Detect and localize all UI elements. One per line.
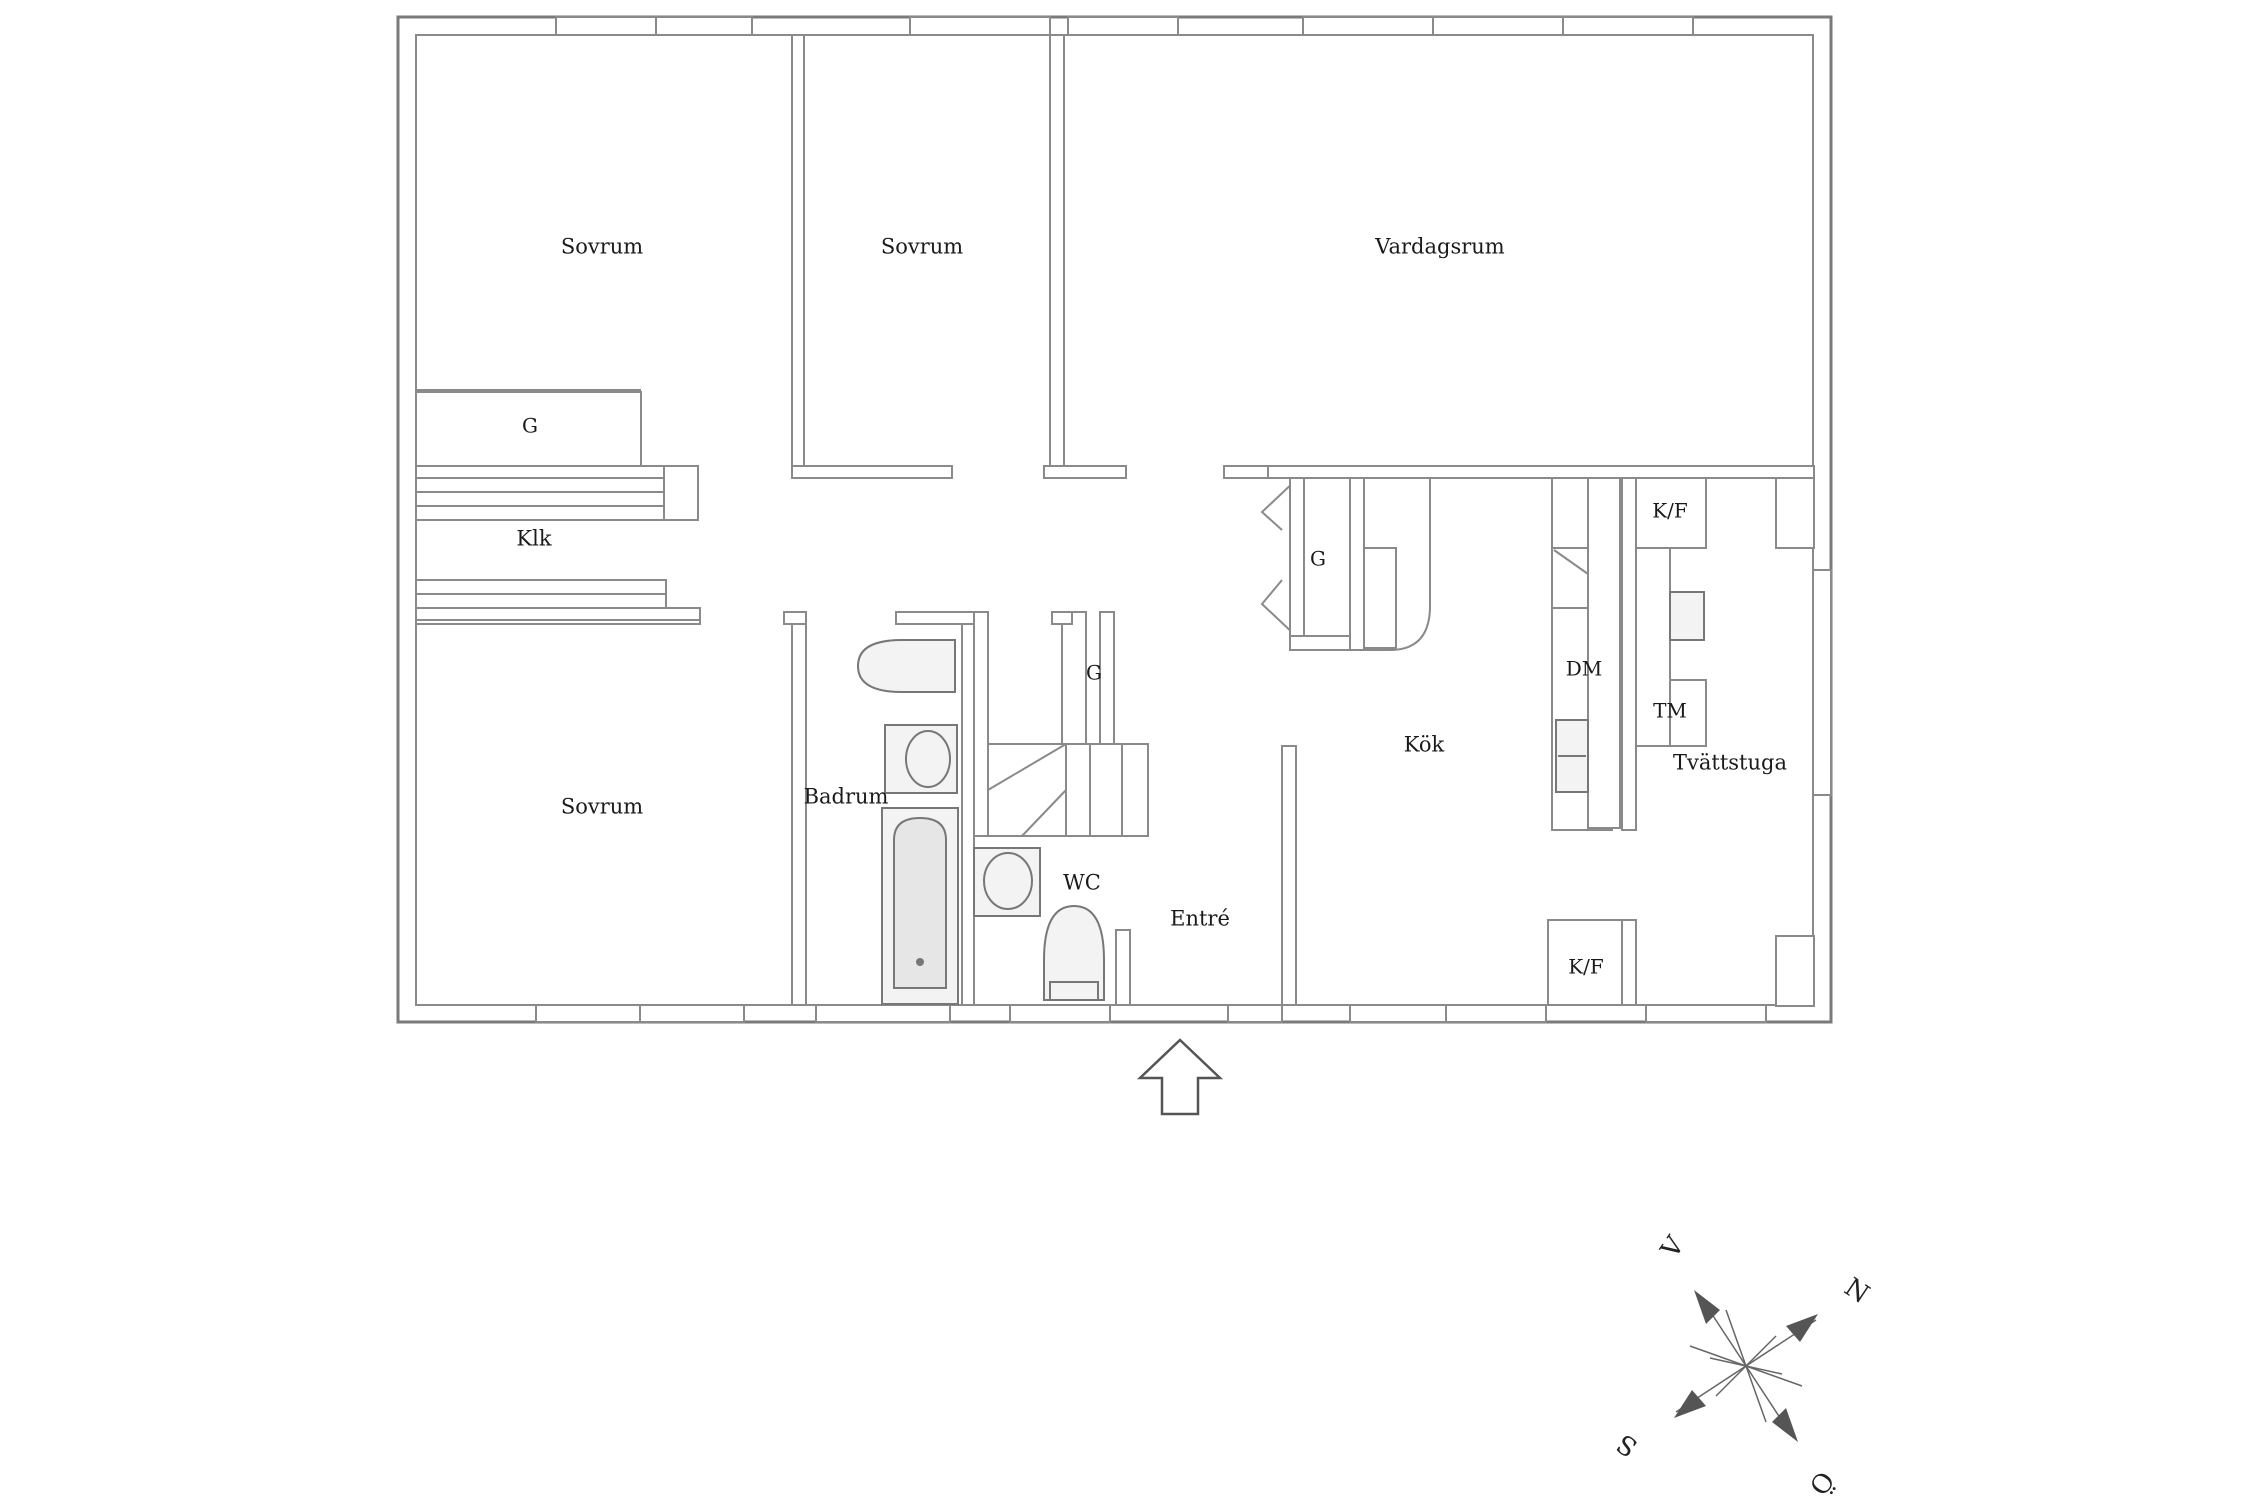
compass-arrow-south xyxy=(1674,1390,1706,1418)
dm-column xyxy=(1587,477,1621,829)
compass-label-south: S xyxy=(1612,1427,1644,1462)
room-label-entre: Entré xyxy=(1170,907,1230,931)
room-label-tvattstuga: Tvättstuga xyxy=(1673,751,1787,775)
wall-vardagsrum-bottom xyxy=(1223,465,1815,479)
toilet-wc-tank xyxy=(1049,981,1099,1001)
garderob-2-box xyxy=(1061,611,1087,745)
bathtub-drain xyxy=(916,958,924,966)
room-label-kf-1: K/F xyxy=(1652,499,1688,523)
wall-s1-s2 xyxy=(791,34,805,468)
wall-segment xyxy=(1051,611,1073,625)
kitchen-appliance xyxy=(1363,547,1397,649)
windows-bottom xyxy=(535,1004,1767,1023)
wall-badrum-top xyxy=(895,611,977,625)
wall-g3-left xyxy=(1223,465,1269,479)
stairs-frame xyxy=(973,611,989,837)
sink-badrum xyxy=(905,730,951,788)
room-label-kf-2: K/F xyxy=(1568,955,1604,979)
wall-entre-right xyxy=(1281,745,1297,1006)
compass-arrow-north xyxy=(1786,1314,1818,1342)
tm-box xyxy=(1669,679,1707,747)
staircase xyxy=(987,743,1149,837)
room-label-garderob-2: G xyxy=(1086,661,1102,685)
wall-segment xyxy=(663,465,699,521)
compass-label-west: V xyxy=(1655,1230,1692,1264)
room-label-dm: DM xyxy=(1566,657,1603,681)
wall-garderob-3 xyxy=(1289,477,1305,651)
wall-wc-right xyxy=(1115,929,1131,1006)
wall-segment xyxy=(791,465,953,479)
klk-shelves xyxy=(415,477,701,621)
tvattstuga-cabinet-bottom xyxy=(1775,935,1815,1007)
wall-sovrum-3-right xyxy=(791,611,807,1006)
wall-segment xyxy=(1099,611,1115,745)
oven xyxy=(1551,547,1589,609)
compass-label-east: Ö xyxy=(1802,1465,1840,1500)
compass: N S V Ö xyxy=(1612,1230,1875,1500)
wall-badrum-right xyxy=(961,623,975,1006)
garderob-1-box xyxy=(415,391,642,467)
compass-arrow-east xyxy=(1772,1408,1798,1442)
room-label-tm: TM xyxy=(1653,699,1687,723)
wall-tvattstuga-left xyxy=(1621,477,1637,831)
windows-top xyxy=(555,16,1694,36)
wall-sovrum-3-top xyxy=(415,619,701,625)
sink-wc xyxy=(983,852,1033,910)
laundry-column xyxy=(1635,547,1671,747)
wall-segment xyxy=(783,611,807,625)
toilet-wc xyxy=(1043,904,1105,1001)
room-label-vardagsrum: Vardagsrum xyxy=(1374,235,1505,259)
room-label-garderob-1: G xyxy=(522,414,538,438)
room-label-kok: Kök xyxy=(1404,733,1445,757)
room-label-badrum: Badrum xyxy=(804,785,889,809)
kf-1-box xyxy=(1635,477,1707,549)
compass-label-north: N xyxy=(1839,1272,1875,1310)
room-label-klk: Klk xyxy=(516,527,551,551)
window-right xyxy=(1812,569,1832,796)
tvattstuga-cabinet-top xyxy=(1775,477,1815,549)
toilet-badrum xyxy=(856,639,956,693)
laundry-sink xyxy=(1669,591,1705,641)
wall-segment xyxy=(415,465,699,479)
wall-segment xyxy=(1043,465,1127,479)
wall-segment xyxy=(1349,477,1365,651)
wall-s2-vardagsrum xyxy=(1049,34,1065,468)
room-label-sovrum-3: Sovrum xyxy=(561,795,643,819)
garderob-3-doors xyxy=(1260,479,1297,637)
bathtub xyxy=(893,816,947,989)
kf-2-box xyxy=(1547,919,1623,1006)
room-label-wc: WC xyxy=(1063,871,1101,895)
wall-kf-2-right xyxy=(1621,919,1637,1006)
stove xyxy=(1553,549,1589,575)
room-label-sovrum-2: Sovrum xyxy=(881,235,963,259)
room-label-garderob-3: G xyxy=(1310,547,1326,571)
room-label-sovrum-1: Sovrum xyxy=(561,235,643,259)
entrance-arrow xyxy=(1136,1038,1224,1116)
compass-arrow-west xyxy=(1694,1290,1720,1324)
